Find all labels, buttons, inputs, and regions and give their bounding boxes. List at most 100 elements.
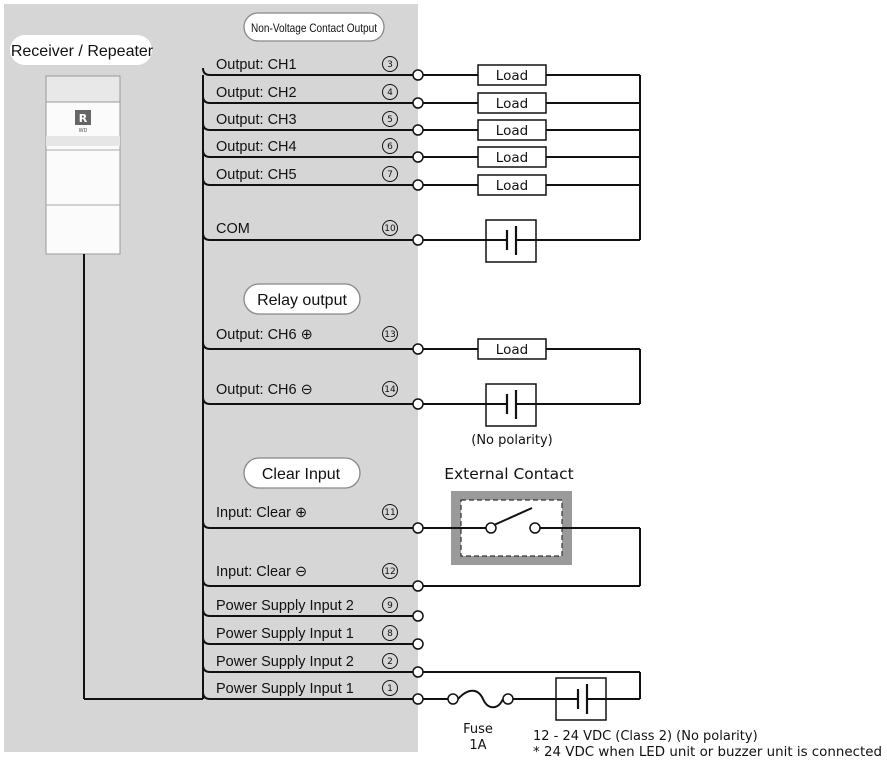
no-polarity-label: (No polarity) — [471, 433, 553, 448]
terminal-wire — [202, 95, 413, 104]
terminal-label: Output: CH5 — [216, 167, 297, 183]
terminal-wire — [202, 520, 413, 529]
terminal-row: Power Supply Input 2 2 — [202, 653, 424, 678]
section-clear: Clear Input — [243, 457, 361, 489]
terminal-number-circle — [382, 84, 398, 100]
device-badge-letter: R — [79, 112, 88, 125]
terminal-label: Output: CH2 — [216, 85, 297, 101]
terminal-label: Input: Clear ⊕ — [216, 505, 307, 521]
terminal-row: Output: CH2 4 — [202, 84, 424, 109]
terminal-number: 4 — [387, 88, 393, 98]
terminal-number: 3 — [387, 60, 393, 70]
terminal-number-circle — [382, 680, 398, 696]
terminal-screw — [412, 580, 424, 592]
terminal-row: Output: CH6 ⊕ 13 — [202, 326, 424, 355]
terminal-wire — [202, 232, 413, 241]
terminal-number: 13 — [384, 330, 395, 340]
terminal-row: Input: Clear ⊕11 — [202, 504, 424, 534]
terminal-number-circle — [382, 563, 398, 579]
load-label: Load — [496, 96, 528, 112]
terminal-label: Input: Clear ⊖ — [216, 564, 307, 580]
fuse-right-terminal — [502, 693, 514, 705]
load-label: Load — [496, 68, 528, 84]
device-badge-sub: WD — [79, 128, 88, 134]
terminal-screw — [412, 638, 424, 650]
device-band — [46, 136, 120, 146]
load-label: Load — [496, 150, 528, 166]
device-title: Receiver / Repeater — [11, 43, 154, 60]
terminal-screw — [412, 151, 424, 163]
terminal-wire — [202, 664, 413, 673]
fuse-rating: 1A — [469, 738, 486, 753]
terminal-wire — [202, 636, 413, 645]
terminal-screw — [412, 97, 424, 109]
terminal-wire — [202, 122, 413, 131]
terminal-row: Power Supply Input 2 9 — [202, 597, 424, 622]
terminal-row: Output: CH6 ⊖ 14 — [202, 381, 424, 410]
terminal-label: Power Supply Input 2 — [216, 654, 354, 670]
terminal-number-circle — [382, 504, 398, 520]
section-relay-label: Relay output — [257, 292, 347, 309]
load-label: Load — [496, 123, 528, 139]
device-title-pill — [10, 35, 152, 65]
terminal-screw — [412, 124, 424, 136]
terminal-number-circle — [382, 326, 398, 342]
section-relay: Relay output — [243, 283, 361, 315]
terminal-number: 6 — [387, 142, 393, 152]
terminal-label: Power Supply Input 2 — [216, 598, 354, 614]
terminal-wire — [202, 578, 413, 587]
terminal-number: 5 — [387, 115, 393, 125]
terminal-number-circle — [382, 138, 398, 154]
contact-left-terminal — [485, 522, 497, 534]
terminal-screw — [412, 666, 424, 678]
terminal-label: Output: CH4 — [216, 139, 297, 155]
terminal-number: 2 — [387, 657, 393, 667]
terminal-number: 1 — [387, 684, 393, 694]
terminal-label: Output: CH1 — [216, 57, 297, 73]
power-note-line1: 12 - 24 VDC (Class 2) (No polarity) — [533, 729, 758, 744]
terminal-number-circle — [382, 653, 398, 669]
terminal-screw — [412, 610, 424, 622]
terminal-label: Output: CH6 ⊕ — [216, 327, 313, 343]
load-ch6-label: Load — [496, 342, 528, 358]
fuse-label: Fuse — [463, 722, 493, 737]
terminal-screw — [412, 522, 424, 534]
external-contact-label: External Contact — [444, 465, 574, 483]
terminal-label: Power Supply Input 1 — [216, 626, 354, 642]
terminal-number: 7 — [387, 170, 393, 180]
terminal-wire — [202, 608, 413, 617]
terminal-number-circle — [382, 625, 398, 641]
section-non-voltage: Non-Voltage Contact Output — [243, 12, 385, 42]
terminal-number-circle — [382, 220, 398, 236]
terminal-number-circle — [382, 381, 398, 397]
terminal-wire — [202, 396, 413, 405]
terminal-screw — [412, 693, 424, 705]
power-note-line2: * 24 VDC when LED unit or buzzer unit is… — [533, 745, 882, 760]
terminal-screw — [412, 343, 424, 355]
terminal-label: COM — [216, 221, 250, 237]
terminal-wire — [202, 149, 413, 158]
terminal-number-circle — [382, 597, 398, 613]
contact-right-terminal — [529, 522, 541, 534]
section-clear-label: Clear Input — [262, 466, 341, 483]
fuse-left-terminal — [447, 693, 459, 705]
terminal-row: Output: CH1 3 — [202, 56, 424, 81]
terminal-row: COM 10 — [202, 220, 424, 246]
terminal-label: Output: CH6 ⊖ — [216, 382, 313, 398]
terminal-row: Input: Clear ⊖ 12 — [202, 563, 424, 592]
fuse-icon — [457, 689, 504, 709]
terminal-screw — [412, 234, 424, 246]
terminal-number: 12 — [384, 567, 395, 577]
terminal-label: Power Supply Input 1 — [216, 681, 354, 697]
device-body — [45, 101, 121, 255]
terminal-number: 10 — [384, 224, 396, 234]
terminal-number: 9 — [387, 601, 393, 611]
terminal-number: 14 — [384, 385, 396, 395]
terminal-screw — [412, 69, 424, 81]
